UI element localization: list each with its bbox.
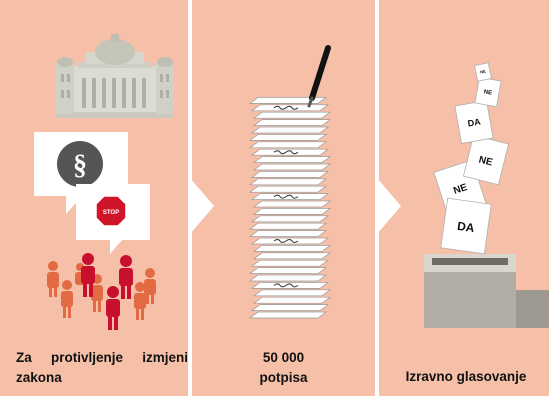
document-sheet [252,163,332,171]
document-sheet [250,126,330,134]
signature-mark [273,105,299,110]
document-sheet [250,304,330,311]
caption-signatures-label: potpisa [259,370,308,385]
caption-signatures: 50 000 potpisa [192,348,375,388]
ballot-icon: NE [474,62,492,82]
document-sheet [252,156,332,163]
ballot-label: NE [483,89,492,96]
document-sheet [250,104,330,112]
document-sheet [250,148,330,156]
pen-icon [307,45,331,108]
document-sheet [248,178,328,186]
stop-sign-label: STOP [103,210,119,216]
document-sheet [248,222,328,230]
document-sheet [248,185,328,193]
stop-sign-icon: STOP [76,184,150,254]
svg-text:§: § [73,150,87,181]
document-sheet [248,267,328,274]
ballot-label: NE [452,182,469,197]
document-sheet [250,193,330,200]
ballot-box-icon [424,254,549,328]
document-sheet [252,245,332,252]
document-sheet [252,252,332,260]
document-sheet [252,111,332,119]
document-sheet [250,215,330,223]
ballot-label: DA [456,219,475,235]
document-sheet [250,237,330,245]
caption-referendum-request: Za protivljenje izmjeni zakona [16,350,188,385]
chevron-right-icon [190,178,214,234]
signature-mark [273,239,299,243]
document-sheet [248,274,328,282]
document-sheet [248,311,328,319]
ballot-icon: DA [440,197,492,255]
document-sheet [248,141,328,149]
document-sheet [250,259,330,267]
document-sheet [250,171,330,178]
ballot-label: NE [480,68,487,74]
document-sheet [250,282,330,289]
ballot-icon: NE [462,134,510,186]
chevron-right-icon [377,178,401,234]
ballot-icon: DA [454,100,494,144]
ballot-icon: NE [474,76,502,108]
parliament-building-icon [56,34,174,118]
signature-mark [273,194,299,199]
signature-mark [273,150,299,155]
document-sheet [248,134,328,141]
document-sheet [248,230,328,237]
signature-mark [273,283,299,288]
ballot-label: DA [467,116,482,128]
people-group-icon [47,253,156,330]
document-sheet [252,289,332,297]
document-sheet [252,296,332,304]
document-sheet [252,200,332,208]
caption-signatures-count: 50 000 [262,350,305,365]
document-sheet [252,119,332,126]
document-sheet [248,97,328,104]
document-stack-icon [248,97,332,319]
document-sheet [252,208,332,215]
ballot-pile: NE DA NE DA NE NE [433,62,510,255]
ballot-label: NE [478,154,494,168]
caption-direct-vote: Izravno glasovanje [405,369,527,384]
